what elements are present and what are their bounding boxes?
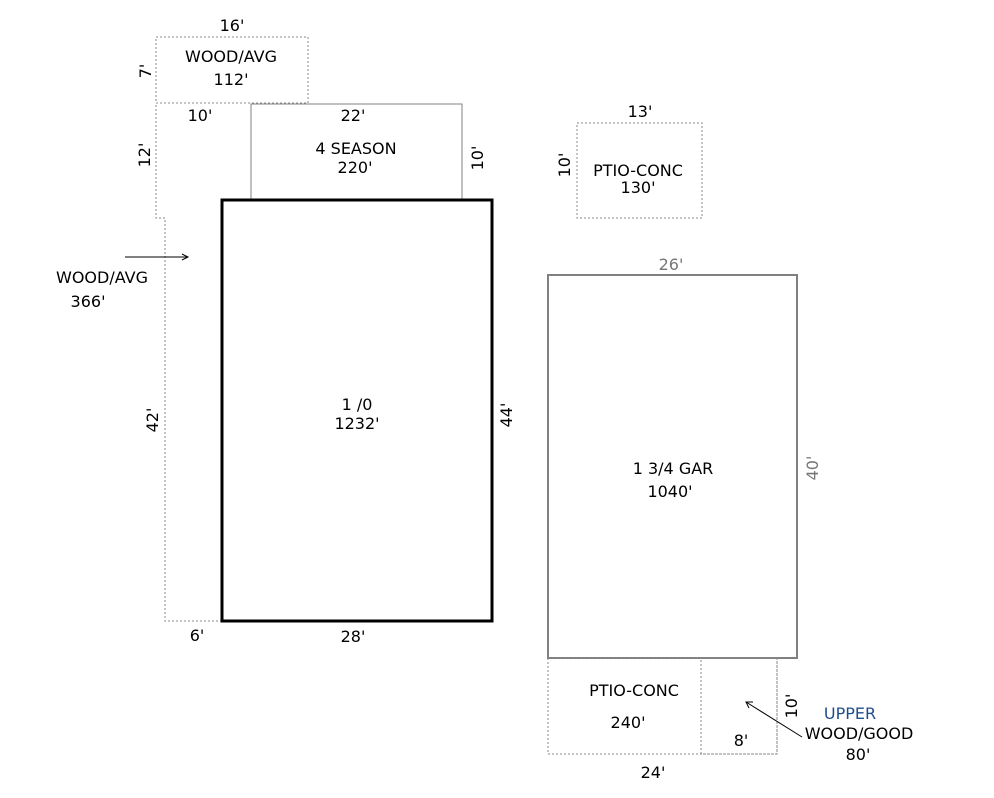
deck-upper-label: WOOD/GOOD	[805, 724, 914, 743]
deck-upper-label-top: UPPER	[824, 704, 876, 723]
deck-top-height-dim: 7'	[136, 64, 155, 79]
deck-upper-height-dim: 10'	[782, 694, 801, 719]
deck-side-label: WOOD/AVG	[56, 268, 148, 287]
season-room-width-dim: 22'	[341, 106, 366, 125]
season-room-label: 4 SEASON	[315, 139, 396, 158]
deck-side-area-value: 366'	[71, 292, 106, 311]
deck-upper-area-value: 80'	[846, 745, 871, 764]
deck-side-bottom-dim: 6'	[190, 626, 205, 645]
deck-top-area: WOOD/AVG 112' 16' 7'	[136, 16, 309, 104]
deck-upper-arrow-icon	[745, 701, 803, 738]
main-house-area: 1 /0 1232' 28' 44'	[220, 198, 516, 646]
patio-top-width-dim: 13'	[628, 102, 653, 121]
deck-top-area-value: 112'	[214, 70, 249, 89]
garage-area: 26' 40' 1 3/4 GAR 1040'	[547, 255, 822, 659]
garage-area-value: 1040'	[647, 482, 692, 501]
deck-upper-area: 8' 10' UPPER WOOD/GOOD 80'	[700, 657, 914, 764]
patio-top-height-dim: 10'	[555, 153, 574, 178]
garage-width-dim: 26'	[659, 255, 684, 274]
patio-bottom-area-value: 240'	[611, 713, 646, 732]
deck-side-area: 10' 12' 42' 6' WOOD/AVG 366'	[56, 102, 250, 645]
deck-side-side-dim: 42'	[143, 408, 162, 433]
deck-side-outline	[155, 102, 250, 622]
main-house-area-value: 1232'	[334, 414, 379, 433]
patio-top-label: PTIO-CONC	[593, 161, 683, 180]
deck-side-upper-dim: 12'	[135, 143, 154, 168]
season-room-area: 22' 4 SEASON 220' 10'	[250, 103, 487, 201]
main-house-width-dim: 28'	[341, 627, 366, 646]
deck-upper-outline	[700, 657, 778, 755]
patio-top-outline	[576, 122, 703, 219]
patio-top-area: 13' 10' PTIO-CONC 130'	[555, 102, 703, 219]
garage-height-dim: 40'	[803, 456, 822, 481]
main-house-outline	[220, 198, 494, 623]
patio-bottom-label: PTIO-CONC	[589, 681, 679, 700]
deck-top-width-dim: 16'	[220, 16, 245, 35]
patio-bottom-area: PTIO-CONC 240' 24'	[547, 657, 778, 782]
deck-upper-width-dim: 8'	[734, 731, 749, 750]
main-house-height-dim: 44'	[497, 403, 516, 428]
patio-top-area-value: 130'	[621, 178, 656, 197]
deck-side-top-dim: 10'	[188, 106, 213, 125]
garage-label: 1 3/4 GAR	[633, 459, 714, 478]
patio-bottom-width-dim: 24'	[641, 763, 666, 782]
deck-top-label: WOOD/AVG	[185, 47, 277, 66]
season-room-area-value: 220'	[338, 158, 373, 177]
season-room-height-dim: 10'	[468, 146, 487, 171]
main-house-label: 1 /0	[342, 395, 373, 414]
deck-side-arrow-icon	[125, 253, 190, 261]
